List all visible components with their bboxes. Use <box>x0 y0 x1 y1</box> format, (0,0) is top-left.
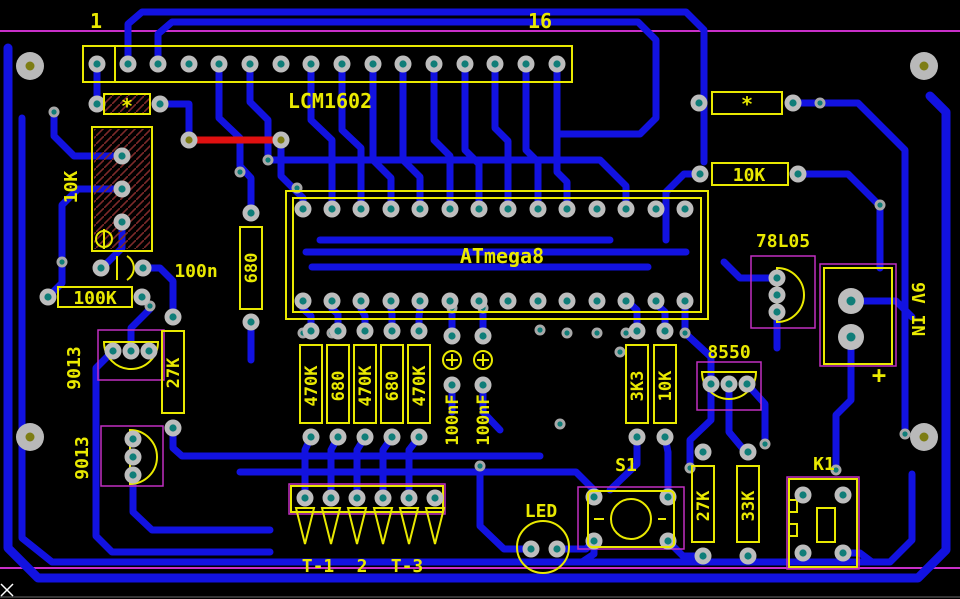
lcd-header-label: LCM1602 <box>288 89 372 113</box>
resistor-33k-label: 33K <box>739 490 759 521</box>
component-t-headers[interactable] <box>290 485 446 545</box>
component-transistor-8550[interactable] <box>700 371 758 400</box>
regulator-label: 78L05 <box>756 231 810 252</box>
t-header-label-2: 2 <box>357 556 368 577</box>
header-pin1-label: 1 <box>90 9 102 33</box>
component-jumper-left[interactable] <box>88 93 169 115</box>
component-transistor-9013-b[interactable] <box>124 428 158 486</box>
button-s1-label: S1 <box>615 455 637 476</box>
component-jumper-right[interactable] <box>690 91 802 115</box>
resistor-3k3-label: 3K3 <box>628 371 648 402</box>
component-led[interactable] <box>516 520 570 574</box>
led-label: LED <box>525 501 558 522</box>
resistor-bank-label-1: 470K <box>302 365 322 407</box>
component-resistor-10k-mid[interactable] <box>653 322 677 446</box>
component-cap-100n[interactable] <box>92 255 152 281</box>
component-resistor-33k[interactable] <box>736 443 760 565</box>
component-regulator-78l05[interactable] <box>768 266 805 324</box>
component-resistor-3k3[interactable] <box>625 322 649 446</box>
resistor-27k-left-label: 27K <box>164 357 184 388</box>
component-resistor-27k-right[interactable] <box>691 443 715 565</box>
resistor-bank-label-3: 470K <box>356 365 376 407</box>
resistor-bank-label-4: 680 <box>383 371 403 402</box>
resistor-10k-mid-label: 10K <box>656 370 676 401</box>
component-pot-10k[interactable] <box>91 126 153 252</box>
resistor-10k-right-label: 10K <box>733 165 766 186</box>
component-lcd-header[interactable] <box>82 45 573 83</box>
transistor-9013b-label: 9013 <box>72 436 93 479</box>
header-pin16-label: 16 <box>528 9 552 33</box>
resistor-27k-right-label: 27K <box>694 490 714 521</box>
component-transistor-9013-a[interactable] <box>102 341 160 370</box>
power-9v-label: 9V IN <box>907 282 928 336</box>
component-button-s1[interactable] <box>585 488 677 550</box>
t-header-label-1: T-1 <box>302 556 335 577</box>
component-resistor-bank[interactable] <box>299 322 431 446</box>
relay-k1-label: K1 <box>813 454 835 475</box>
component-resistor-680-top[interactable] <box>239 204 263 331</box>
wire-jumper[interactable] <box>180 131 290 149</box>
power-plus-label: + <box>872 361 886 389</box>
component-relay-k1[interactable] <box>788 478 858 568</box>
resistor-680-top-label: 680 <box>242 253 262 284</box>
component-resistor-27k-left[interactable] <box>161 308 185 437</box>
jumper-right-label: * <box>741 92 753 116</box>
transistor-8550-label: 8550 <box>707 342 750 363</box>
component-mcu-atmega8[interactable] <box>285 190 709 320</box>
mcu-label: ATmega8 <box>460 244 544 268</box>
resistor-100k-label: 100K <box>73 288 117 309</box>
component-resistor-10k-right[interactable] <box>691 162 807 186</box>
component-resistor-100k[interactable] <box>39 286 151 308</box>
cap-100nf-label-1: 100nF <box>443 394 463 445</box>
silkscreen-labels: 1 16 LCM1602 * * 10K 10K 78L05 ATmega8 1… <box>61 9 928 577</box>
cap-100n-label: 100n <box>174 261 217 282</box>
transistor-9013a-label: 9013 <box>64 346 85 389</box>
resistor-bank-label-5: 470K <box>410 365 430 407</box>
resistor-bank-label-2: 680 <box>329 371 349 402</box>
component-power-connector[interactable] <box>823 267 893 365</box>
pot-10k-label: 10K <box>61 171 82 204</box>
component-cap-bank[interactable] <box>442 327 493 394</box>
jumper-left-label: * <box>121 94 133 118</box>
t-header-label-3: T-3 <box>391 556 424 577</box>
cap-100nf-label-2: 100nF <box>474 394 494 445</box>
